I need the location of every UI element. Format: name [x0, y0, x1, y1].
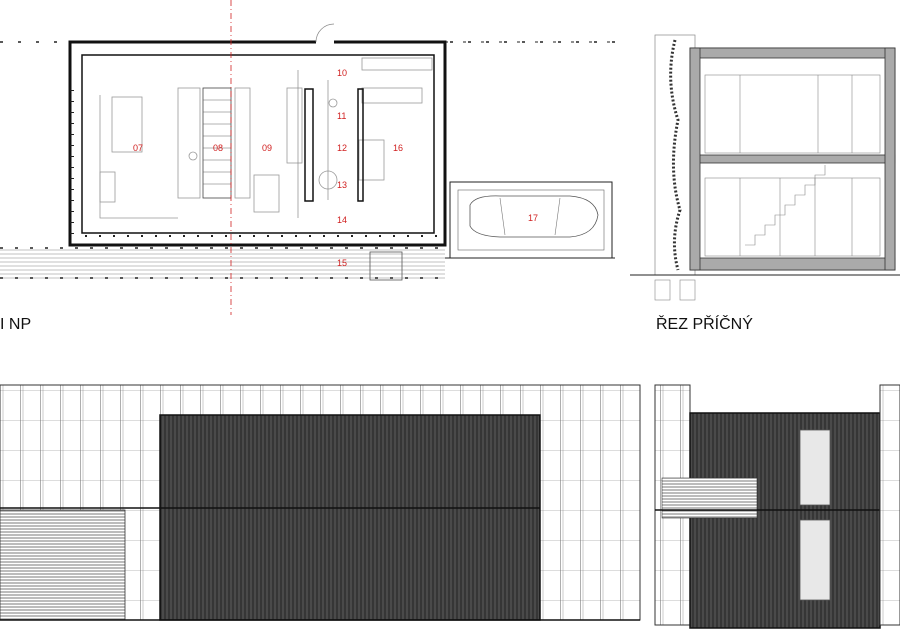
car-icon: [469, 195, 599, 238]
window: [799, 519, 831, 601]
partition-wall: [304, 88, 314, 202]
room-label: 08: [213, 143, 223, 153]
room-label: 13: [337, 180, 347, 190]
furniture: [99, 57, 433, 219]
room-label: 17: [528, 213, 538, 223]
floor-plan: 07 08 09 10 11 12 13 14 15 16 17: [0, 0, 615, 315]
room-label: 15: [337, 258, 347, 268]
room-label: 16: [393, 143, 403, 153]
room-label: 10: [337, 68, 347, 78]
carport: [449, 181, 613, 259]
section-title: ŘEZ PŘÍČNÝ: [656, 316, 753, 333]
partition-wall: [357, 88, 364, 202]
floor-plan-title: I NP: [0, 316, 32, 333]
cross-section: [630, 34, 900, 301]
window: [799, 429, 831, 506]
room-label: 09: [262, 143, 272, 153]
climbing-plant: [669, 39, 682, 271]
entry-steps: [369, 251, 403, 281]
room-label: 11: [337, 111, 346, 121]
dark-cladding-volume: [689, 412, 881, 629]
terrace-deck: [0, 248, 445, 280]
elevation-short: [654, 384, 900, 629]
room-label: 07: [133, 143, 143, 153]
slatted-screen: [0, 509, 126, 621]
dark-cladding-volume: [159, 414, 541, 621]
exterior-wall: [68, 40, 447, 247]
room-label: 14: [337, 215, 347, 225]
elevation-long: [0, 384, 641, 621]
room-label: 12: [337, 143, 347, 153]
